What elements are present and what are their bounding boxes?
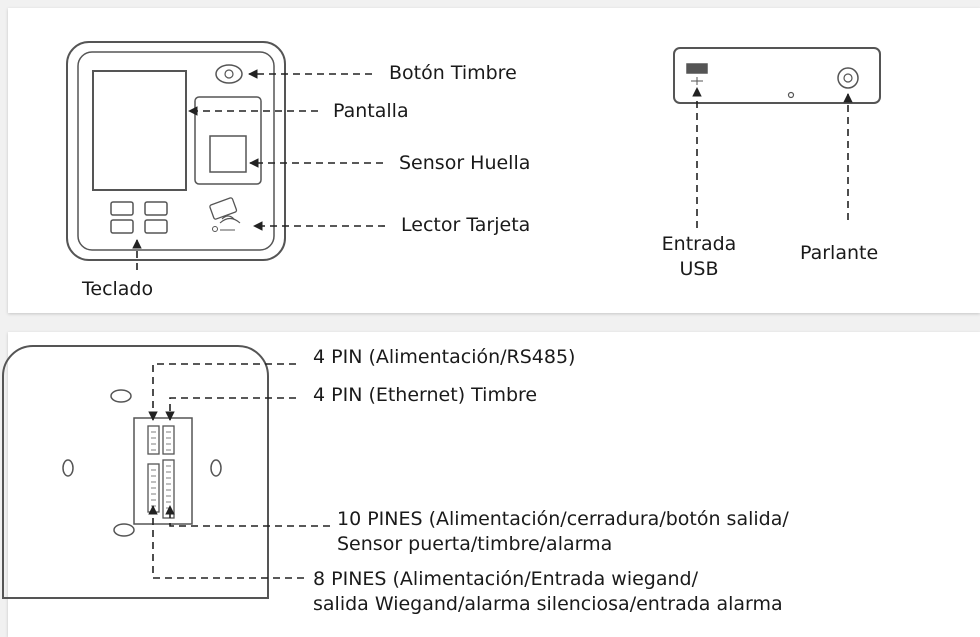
connector-10pin [162,459,175,519]
speaker-shape [837,67,859,89]
usb-input-label: Entrada USB [644,232,754,282]
pin-power-callout [148,363,296,421]
pin-power-label: 4 PIN (Alimentación/RS485) [313,346,576,368]
side-device [673,47,881,104]
doorbell-button-label: Botón Timbre [389,62,517,84]
pins8-label-line2: salida Wiegand/alarma silenciosa/entrada… [313,593,783,615]
pins8-label: 8 PINES (Alimentación/Entrada wiegand/ s… [313,567,783,617]
usb-label-line2: USB [679,258,719,280]
card-reader-icon [209,197,241,232]
keypad-keys [110,201,168,234]
pins10-label: 10 PINES (Alimentación/cerradura/botón s… [337,507,789,557]
keypad-label: Teclado [82,278,154,300]
usb-label-line1: Entrada [661,233,737,255]
connector-4pin-power [147,425,160,455]
front-callouts [132,69,385,270]
screw-hole-right [210,459,222,477]
usb-symbol-icon [691,77,703,85]
reset-hole [787,91,795,99]
speaker-label: Parlante [800,242,879,264]
back-plate [1,345,269,599]
device-inner-frame [77,51,275,251]
connector-cutout [133,417,193,525]
doorbell-button-shape [215,64,243,84]
pin-ethernet-callout [165,397,296,421]
screen-label: Pantalla [333,100,409,122]
device-bottom-edge [673,47,881,104]
speaker-cone-icon [843,73,853,83]
screen-shape [92,70,187,191]
device-outer-frame [66,41,286,261]
pins8-label-line1: 8 PINES (Alimentación/Entrada wiegand/ [313,568,699,590]
pin-ethernet-label: 4 PIN (Ethernet) Timbre [313,384,538,406]
screw-hole-left [62,459,74,477]
top-panel [8,8,980,313]
card-reader-label: Lector Tarjeta [401,214,531,236]
fingerprint-sensor-label: Sensor Huella [399,152,531,174]
connector-4pin-ethernet [162,425,175,455]
screw-hole-top [110,389,132,403]
front-device [66,41,286,261]
screw-hole-bottom [113,523,135,537]
back-callouts [148,363,330,579]
pins10-callout [165,505,330,527]
pins10-label-line1: 10 PINES (Alimentación/cerradura/botón s… [337,508,789,530]
connector-pin-marks [151,431,171,515]
usb-port-shape [686,63,708,74]
fingerprint-sensor-pad [209,135,247,173]
bottom-panel [8,332,980,637]
side-callouts [692,87,853,228]
bell-icon [224,69,234,79]
fingerprint-sensor-housing [194,96,262,185]
mounting-plate [1,345,269,599]
pins10-label-line2: Sensor puerta/timbre/alarma [337,533,613,555]
pins8-callout [148,505,304,579]
